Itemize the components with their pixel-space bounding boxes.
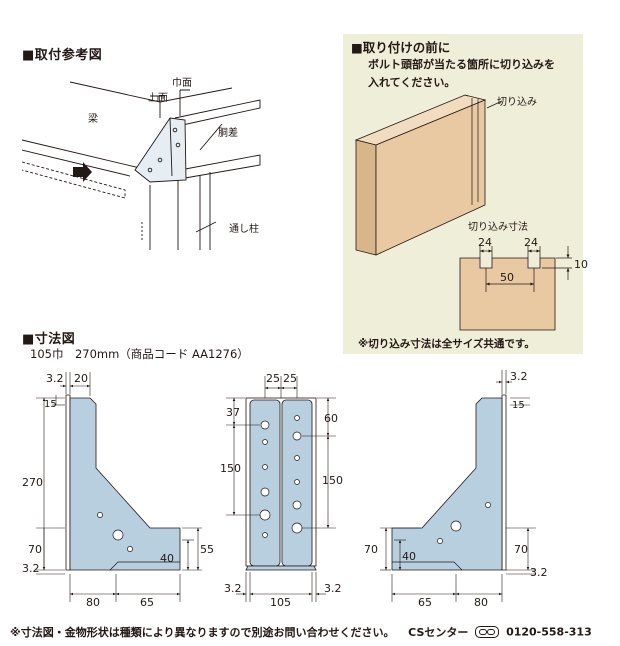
front-dim-105: 105 — [270, 596, 291, 609]
footer-notice-row: ※寸法図・金物形状は種類により異なりますので別途お問い合わせください。 CSセン… — [10, 624, 592, 640]
right-dim-40: 40 — [402, 550, 416, 563]
right-dim-65: 65 — [418, 596, 432, 609]
front-dim-25b: 25 — [283, 372, 297, 385]
product-spec: 105巾 270mm（商品コード AA1276） — [30, 347, 249, 361]
notch-note-line1: ボルト頭部が当たる箇所に切り込みを — [368, 58, 555, 71]
notch-dim-24b: 24 — [524, 236, 538, 249]
right-side-view — [391, 394, 507, 571]
dimension-heading: ■寸法図 — [22, 332, 76, 347]
notch-detail-block — [459, 257, 556, 331]
label-kirikomi-sunpou: 切り込み寸法 — [468, 220, 528, 233]
install-heading: ■取付参考図 — [22, 48, 103, 63]
notch-dim-50: 50 — [500, 271, 514, 284]
left-dim-70: 70 — [28, 543, 42, 556]
notch-note-line2: 入れてください。 — [368, 76, 456, 89]
front-dim-150-right: 150 — [322, 474, 343, 487]
label-tsuramen: 巾面 — [172, 76, 192, 89]
notch-footnote: ※切り込み寸法は全サイズ共通です。 — [358, 338, 535, 350]
right-dim-70-right: 70 — [514, 543, 528, 556]
footer-notice: ※寸法図・金物形状は種類により異なりますので別途お問い合わせください。 — [10, 626, 395, 639]
right-dim-70-left: 70 — [364, 543, 378, 556]
cs-center-label: CSセンター — [408, 626, 469, 639]
left-dim-15: 15 — [44, 399, 57, 410]
right-dim-15: 15 — [512, 400, 525, 411]
front-view — [245, 397, 317, 571]
free-dial-icon — [475, 626, 500, 638]
label-hari: 梁 — [88, 112, 98, 125]
cs-center-phone: 0120-558-313 — [506, 625, 592, 639]
left-dim-3-2-bottom: 3.2 — [22, 562, 40, 575]
notch-note-heading: ■取り付けの前に — [351, 40, 451, 55]
wood-block-illustration — [354, 94, 487, 256]
left-side-view — [65, 394, 181, 571]
front-dim-60: 60 — [324, 412, 338, 425]
label-jomen: 上面 — [148, 92, 168, 104]
left-dim-3-2-top: 3.2 — [46, 372, 64, 385]
left-dim-80: 80 — [86, 596, 100, 609]
label-toshibashira: 通し柱 — [229, 222, 259, 235]
label-dousa: 胴差 — [218, 126, 238, 139]
front-dim-25a: 25 — [266, 372, 280, 385]
notch-dim-24a: 24 — [478, 236, 492, 249]
notch-dim-10: 10 — [574, 258, 588, 271]
left-dim-270: 270 — [22, 476, 43, 489]
right-dim-3-2-bottom: 3.2 — [530, 566, 548, 579]
front-dim-3-2-right: 3.2 — [324, 582, 342, 595]
right-dim-3-2-top: 3.2 — [510, 370, 528, 383]
front-dim-150-left: 150 — [220, 462, 241, 475]
left-dim-40: 40 — [160, 552, 174, 565]
insert-arrow — [73, 162, 92, 182]
kirikomi-leader — [486, 100, 503, 109]
left-dim-55: 55 — [200, 543, 214, 556]
label-kirikomi: 切り込み — [497, 96, 537, 108]
install-sketch — [21, 81, 261, 250]
left-dim-20: 20 — [74, 372, 88, 385]
front-dim-3-2-left: 3.2 — [224, 582, 242, 595]
right-dim-80: 80 — [474, 596, 488, 609]
front-dim-37: 37 — [226, 406, 240, 419]
left-dim-65: 65 — [140, 596, 154, 609]
